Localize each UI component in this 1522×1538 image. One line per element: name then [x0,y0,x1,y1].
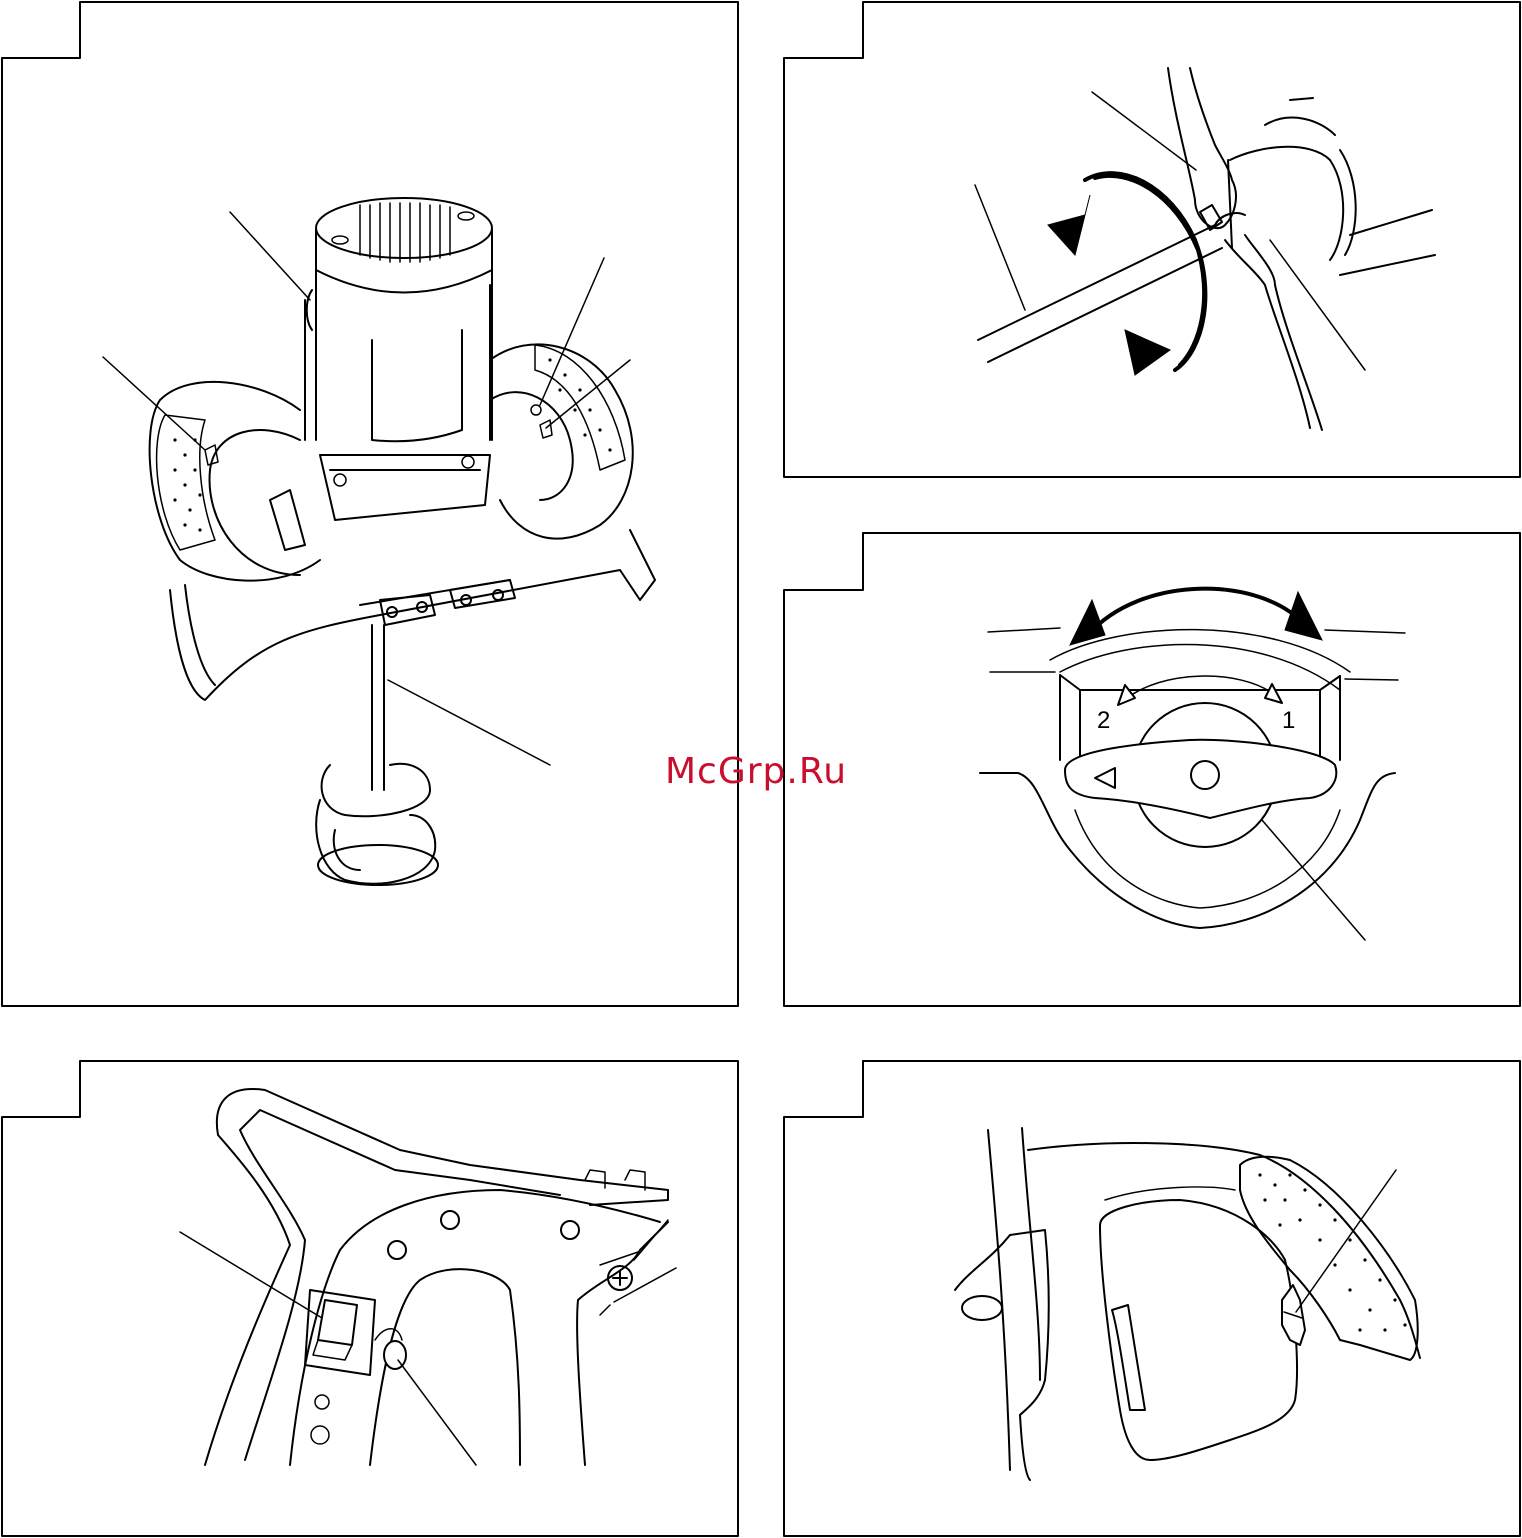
figure-5-callout [1296,1170,1396,1312]
figure-1-frame [2,2,738,1006]
speed-label-1: 1 [1282,707,1295,734]
speed-selector-arrow-icon [1070,589,1322,705]
mixer-paddle [316,625,438,885]
figure-3-callout [1262,820,1365,940]
handle-speed-dial[interactable] [1282,1285,1305,1345]
figure-2-frame [784,2,1520,477]
mixer-motor [305,198,492,520]
grip-dots-left [173,438,201,531]
mixer-stand [170,530,655,700]
figure-1 [2,2,738,1006]
wrench-icon [1168,68,1322,430]
figure-1-callouts [103,212,630,765]
watermark: McGrp.Ru [665,748,875,796]
figure-2-callouts [975,92,1365,370]
figure-4 [2,1061,738,1536]
figure-3: 2 1 [784,533,1520,1006]
mixer-handle [150,344,633,580]
figure-5 [784,1061,1520,1536]
figure-2 [784,2,1520,477]
trigger-switch[interactable] [305,1290,375,1375]
lock-button[interactable] [375,1329,406,1369]
motor-spindle-housing [1215,98,1435,275]
rotation-arrow-icon [1048,173,1205,375]
figure-5-frame [784,1061,1520,1536]
speed-label-2: 2 [1097,707,1110,734]
